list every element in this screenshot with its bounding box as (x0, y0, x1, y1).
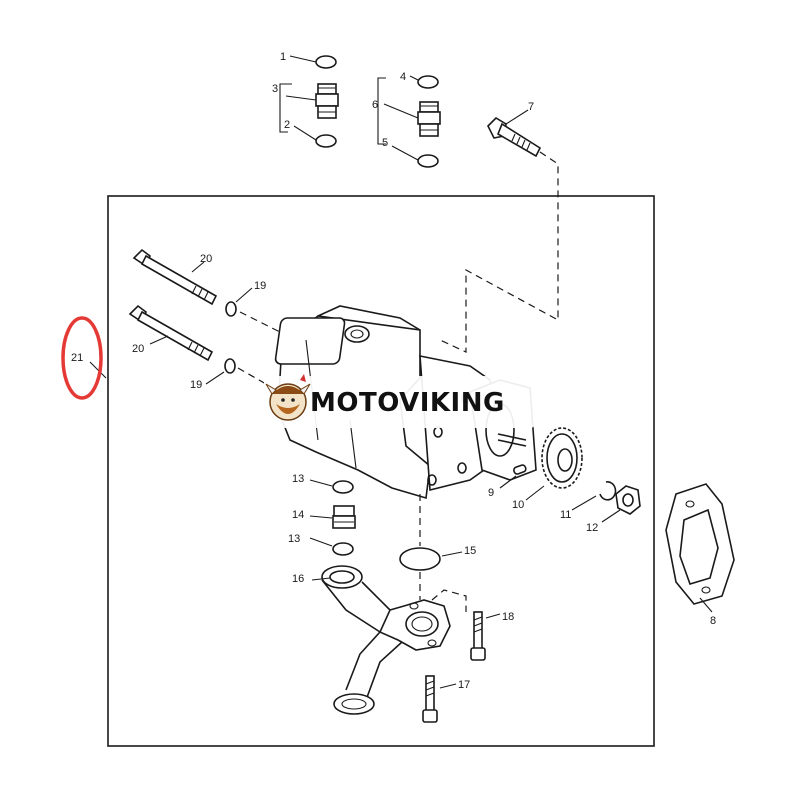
callout-3: 3 (272, 83, 278, 95)
o-ring-2 (315, 134, 337, 148)
screw-17 (422, 675, 438, 723)
callout-18: 18 (502, 611, 514, 623)
callout-9: 9 (488, 487, 494, 499)
callout-19-lower: 19 (190, 379, 202, 391)
suction-tube-16 (321, 565, 451, 715)
callout-7: 7 (528, 101, 534, 113)
callout-11: 11 (560, 509, 571, 521)
o-ring-13-lower (332, 542, 354, 556)
callout-16: 16 (292, 573, 304, 585)
gasket-8 (665, 483, 735, 605)
key-9 (513, 464, 527, 475)
bolt-20-upper (132, 248, 218, 306)
callout-19-upper: 19 (254, 280, 266, 292)
o-ring-15 (399, 547, 441, 571)
callout-13-lower: 13 (288, 533, 300, 545)
o-ring-4 (417, 75, 439, 89)
o-ring-5 (417, 154, 439, 168)
o-ring-13-upper (332, 480, 354, 494)
callout-14: 14 (292, 509, 304, 521)
callout-13-upper: 13 (292, 473, 304, 485)
callout-8: 8 (710, 615, 716, 627)
callout-10: 10 (512, 499, 524, 511)
callout-6: 6 (372, 99, 378, 111)
callout-20-lower: 20 (132, 343, 144, 355)
callout-12: 12 (586, 522, 598, 534)
callout-17: 17 (458, 679, 470, 691)
callout-4: 4 (400, 71, 406, 83)
bolt-20-lower (128, 304, 214, 362)
callout-20-upper: 20 (200, 253, 212, 265)
washer-19-lower (224, 358, 236, 374)
screw-18 (470, 611, 486, 661)
callout-2: 2 (284, 119, 290, 131)
nut-12 (615, 485, 641, 515)
o-ring-1 (315, 55, 337, 69)
lock-washer-11 (599, 481, 617, 501)
assembly-frame (107, 195, 655, 747)
washer-19-upper (225, 301, 237, 317)
brand-watermark: MOTOVIKING (264, 374, 536, 428)
bolt-7 (487, 116, 542, 158)
highlight-ring (61, 316, 103, 400)
brand-name: MOTOVIKING (310, 388, 505, 418)
callout-21: 21 (71, 352, 83, 364)
fitting-3 (315, 83, 339, 119)
fitting-14 (332, 505, 356, 529)
fitting-6 (417, 101, 441, 137)
callout-5: 5 (382, 137, 388, 149)
callout-1: 1 (280, 51, 286, 63)
gear-10 (541, 427, 583, 489)
viking-mascot-icon (265, 374, 311, 421)
callout-15: 15 (464, 545, 476, 557)
